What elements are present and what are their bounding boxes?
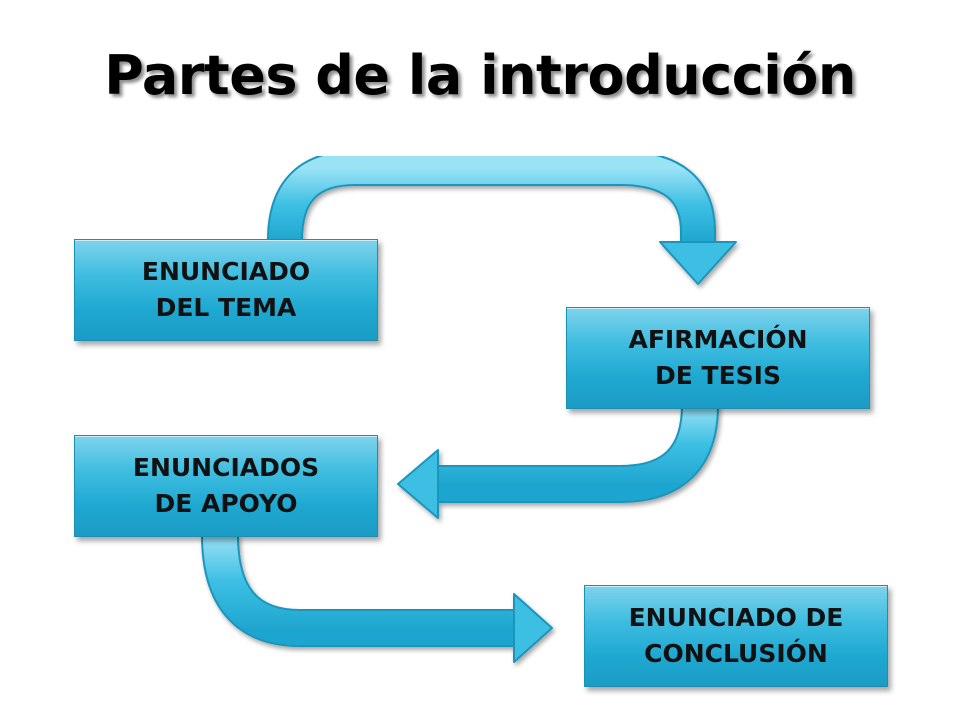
box-label-line2: CONCLUSIÓN — [644, 639, 828, 668]
arrow-apoyo-to-conclusion — [201, 534, 553, 663]
page-title: Partes de la introducción — [104, 44, 856, 107]
box-afirmacion-de-tesis: AFIRMACIÓN DE TESIS — [566, 307, 870, 409]
box-label-line1: ENUNCIADO DE — [628, 603, 844, 632]
box-label-line1: ENUNCIADO — [141, 257, 311, 286]
box-label-line2: DEL TEMA — [155, 293, 297, 322]
box-enunciado-del-tema: ENUNCIADO DEL TEMA — [74, 239, 378, 341]
arrow-tema-to-tesis — [267, 150, 737, 285]
box-label-line1: ENUNCIADOS — [132, 453, 320, 482]
arrow-tesis-to-apoyo — [397, 404, 719, 519]
box-enunciado-de-conclusion: ENUNCIADO DE CONCLUSIÓN — [584, 585, 888, 687]
box-label-line2: DE APOYO — [154, 489, 298, 518]
box-label-line2: DE TESIS — [655, 361, 781, 390]
box-label-line1: AFIRMACIÓN — [628, 325, 808, 354]
box-enunciados-de-apoyo: ENUNCIADOS DE APOYO — [74, 435, 378, 537]
